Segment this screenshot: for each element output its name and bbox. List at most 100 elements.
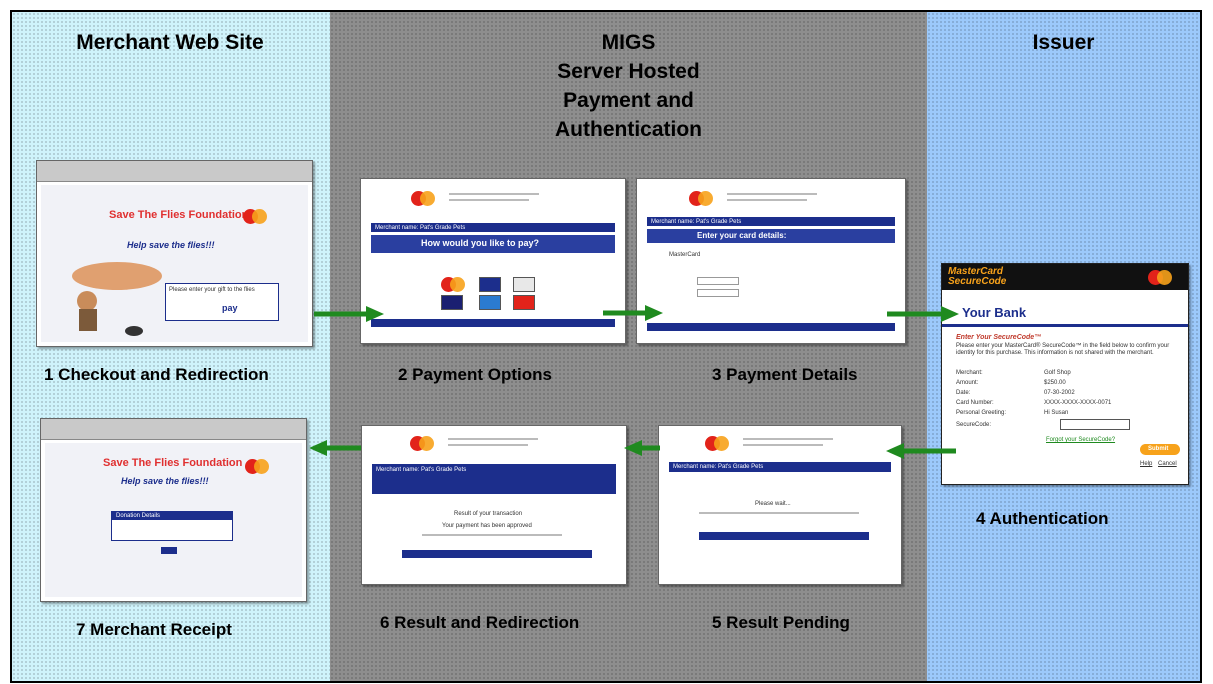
merchant-bar [371, 223, 615, 232]
arrow-left-icon [886, 443, 956, 459]
cancel-link[interactable]: Cancel [1158, 461, 1177, 467]
step-label: 1 Checkout and Redirection [44, 365, 269, 384]
migs-header: MIGS Server Hosted Payment and Authentic… [330, 28, 927, 144]
payment-details-screenshot: Merchant name: Pat's Grade Pets Enter yo… [636, 178, 906, 344]
diagram-frame [10, 10, 1202, 683]
securecode-input[interactable] [1060, 419, 1130, 430]
text-line [448, 444, 528, 446]
submit-button-label: Submit [1148, 446, 1169, 452]
field-value: Hi Susan [1044, 410, 1069, 416]
issuer-header: Issuer [1032, 31, 1095, 54]
pay-button[interactable]: pay [222, 303, 238, 313]
bankcard-option-icon[interactable] [513, 295, 535, 310]
jcb-option-icon[interactable] [513, 277, 535, 292]
footer-bar [647, 323, 895, 331]
receipt-subheading: Help save the flies!!! [121, 476, 209, 486]
text-line [727, 199, 807, 201]
card-type-label: MasterCard [669, 252, 701, 258]
intro-text: Please enter your MasterCard® SecureCode… [956, 343, 1170, 356]
browser-toolbar [37, 161, 312, 182]
payment-options-screenshot: Merchant name: Pat's Grade Pets How woul… [360, 178, 626, 344]
text-line [449, 199, 529, 201]
footer-bar [371, 319, 615, 327]
brand-line-1: MasterCard [948, 266, 1004, 277]
field-label: Date: [956, 390, 971, 396]
merchant-name: Merchant name: Pat's Grade Pets [673, 464, 764, 470]
result-redirection-screenshot: Merchant name: Pat's Grade Pets Result o… [361, 425, 627, 585]
checkout-subheading: Help save the flies!!! [127, 240, 215, 250]
field-label: Merchant: [956, 370, 983, 376]
expiry-field[interactable] [697, 289, 739, 297]
mastercard-logo-icon [411, 191, 435, 206]
text-line [743, 444, 823, 446]
mastercard-logo-icon [689, 191, 713, 206]
mastercard-logo-icon [1148, 270, 1172, 285]
browser-toolbar [41, 419, 306, 440]
text-line [743, 438, 833, 440]
securecode-header [942, 264, 1188, 290]
transaction-fields: Merchant: Golf Shop Amount: $250.00 Date: 0… [956, 369, 1176, 431]
field-value: 07-30-2002 [1044, 390, 1075, 396]
mastercard-logo-icon [245, 459, 269, 474]
mastercard-option-icon[interactable] [441, 277, 465, 292]
text-line [422, 534, 562, 536]
arrow-right-icon [887, 306, 959, 322]
merchant-name: Merchant name: Pat's Grade Pets [376, 467, 467, 473]
help-link[interactable]: Help [1140, 461, 1153, 467]
donation-details-title: Donation Details [112, 512, 232, 520]
amex-option-icon[interactable] [479, 295, 501, 310]
step-label: 7 Merchant Receipt [76, 620, 232, 639]
card-number-field[interactable] [697, 277, 739, 285]
merchant-receipt-screenshot: Save The Flies Foundation Help save the … [40, 418, 307, 602]
result-message: Result of your transaction [454, 511, 523, 517]
pending-message: Please wait... [755, 501, 791, 507]
text-line [448, 438, 538, 440]
merchant-bar [669, 462, 891, 472]
bank-rule [942, 324, 1188, 327]
field-label: Card Number: [956, 400, 994, 406]
checkout-screenshot: Save The Flies Foundation Help save the … [36, 160, 313, 347]
amount-form-label: Please enter your gift to the flies [169, 287, 255, 293]
step-label: 2 Payment Options [398, 365, 552, 384]
text-line [699, 512, 859, 514]
fly-icon [125, 326, 143, 336]
diners-option-icon[interactable] [479, 277, 501, 292]
receipt-heading: Save The Flies Foundation [103, 457, 243, 469]
merchant-bar [372, 464, 616, 494]
continue-button[interactable] [161, 547, 177, 554]
text-line [727, 193, 817, 195]
field-label: Amount: [956, 380, 979, 386]
field-value: XXXX-XXXX-XXXX-0071 [1044, 400, 1112, 406]
migs-header-line: MIGS [601, 31, 656, 54]
migs-header-line: Payment and [563, 89, 694, 112]
step-label: 4 Authentication [976, 509, 1109, 528]
footer-bar [699, 532, 869, 540]
authentication-screenshot: MasterCard SecureCode Your Bank Enter Yo… [941, 263, 1189, 485]
amount-form: Please enter your gift to the flies pay [165, 283, 279, 321]
submit-button[interactable] [1140, 444, 1180, 455]
arrow-right-icon [314, 306, 384, 322]
field-label: Personal Greeting: [956, 410, 1007, 416]
field-label: SecureCode: [956, 422, 992, 428]
bank-name: Your Bank [962, 305, 1027, 320]
payment-details-prompt: Enter your card details: [697, 231, 787, 240]
merchant-name: Merchant name: Pat's Grade Pets [375, 225, 466, 231]
step-label: 3 Payment Details [712, 365, 858, 384]
step-label: 5 Result Pending [712, 613, 850, 632]
mastercard-logo-icon [410, 436, 434, 451]
hand-and-man-illustration-icon [72, 262, 162, 331]
visa-option-icon[interactable] [441, 295, 463, 310]
arrow-left-icon [624, 440, 660, 456]
enter-securecode-heading: Enter Your SecureCode™ [956, 334, 1042, 341]
field-value: $250.00 [1044, 380, 1066, 386]
merchant-header: Merchant Web Site [76, 31, 264, 54]
merchant-name: Merchant name: Pat's Grade Pets [651, 219, 742, 225]
forgot-securecode-link[interactable]: Forgot your SecureCode? [1046, 437, 1116, 443]
prompt-bar [371, 235, 615, 253]
migs-header-line: Authentication [555, 118, 702, 141]
field-value: Golf Shop [1044, 370, 1071, 376]
mastercard-logo-icon [705, 436, 729, 451]
prompt-bar [647, 229, 895, 243]
arrow-right-icon [603, 305, 663, 321]
